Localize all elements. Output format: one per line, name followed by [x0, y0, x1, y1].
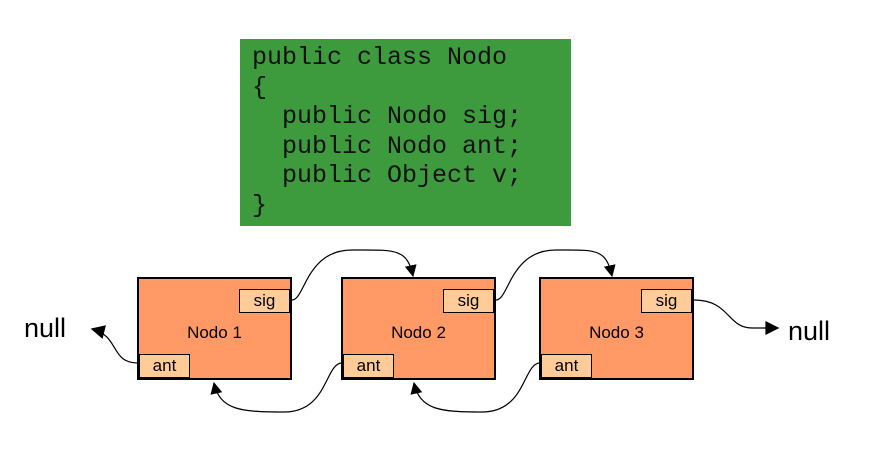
code-line: { — [252, 72, 268, 102]
code-line: public Object v; — [252, 161, 523, 190]
node-2-ant-field: ant — [343, 354, 394, 378]
code-line: public Nodo ant; — [252, 131, 523, 161]
node-1: sig Nodo 1 ant — [137, 277, 292, 380]
arrow-node3-sig-to-null — [693, 299, 780, 335]
node-1-label: Nodo 1 — [187, 323, 242, 342]
node-3: sig Nodo 3 ant — [539, 277, 694, 380]
arrow-node1-sig-to-node2 — [291, 249, 417, 301]
code-line: public Nodo sig; — [252, 102, 523, 131]
null-left-label: null — [24, 313, 67, 343]
arrow-node1-ant-to-null — [90, 325, 139, 364]
node-2-sig-field: sig — [443, 289, 494, 313]
null-right-label: null — [788, 316, 831, 346]
arrow-node2-sig-to-node3 — [495, 249, 616, 301]
node-3-label: Nodo 3 — [589, 323, 644, 342]
code-line: } — [252, 190, 268, 220]
code-line: public class Nodo — [252, 43, 508, 72]
node-3-ant-field: ant — [541, 354, 592, 378]
node-3-sig-field: sig — [641, 289, 692, 313]
arrow-node2-ant-to-node1 — [210, 362, 343, 413]
node-2-label: Nodo 2 — [391, 323, 446, 342]
code-block: public class Nodo { public Nodo sig; pub… — [240, 39, 571, 226]
arrow-node3-ant-to-node2 — [410, 362, 541, 413]
node-1-sig-field: sig — [239, 289, 290, 313]
node-1-ant-field: ant — [139, 354, 190, 378]
node-2: sig Nodo 2 ant — [341, 277, 496, 380]
